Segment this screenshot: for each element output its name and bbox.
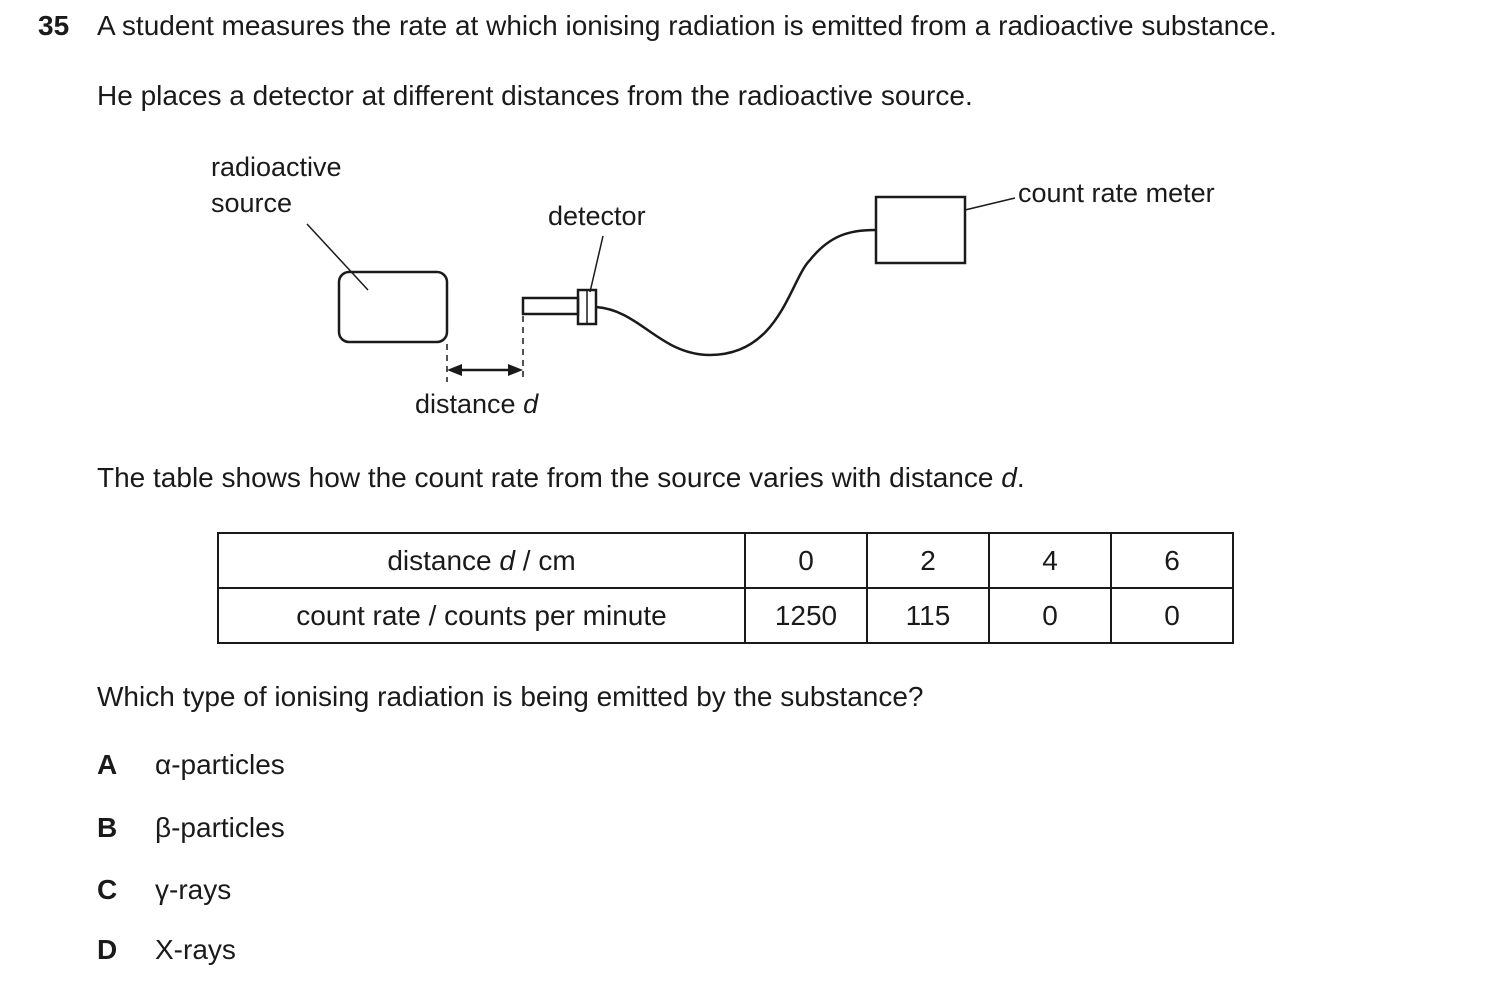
table-cell: 6	[1110, 532, 1234, 589]
question-line-2: He places a detector at different distan…	[97, 80, 973, 111]
count-rate-table: distance d / cm 0 2 4 6 count rate / cou…	[217, 532, 1234, 644]
question-line-1: A student measures the rate at which ion…	[97, 10, 1277, 41]
table-cell: 2	[866, 532, 990, 589]
option-text-b[interactable]: β-particles	[155, 812, 285, 843]
question-number: 35	[38, 10, 70, 41]
question-prompt: Which type of ionising radiation is bein…	[97, 681, 924, 712]
option-text-c[interactable]: γ-rays	[155, 874, 232, 905]
count-rate-meter-box	[874, 195, 967, 265]
detector-cable	[595, 228, 876, 357]
source-leader-line	[306, 223, 369, 291]
meter-leader-line	[964, 197, 1016, 211]
detector-label: detector	[548, 201, 646, 231]
table-cell: 0	[988, 587, 1112, 644]
distance-label: distance d	[415, 389, 539, 419]
option-letter-a: A	[97, 749, 118, 780]
option-text-d[interactable]: X-rays	[155, 934, 236, 965]
option-letter-b: B	[97, 812, 118, 843]
row-header-count-rate: count rate / counts per minute	[217, 587, 746, 644]
table-row-distance: distance d / cm 0 2 4 6	[217, 532, 1234, 589]
count-rate-meter-label: count rate meter	[1018, 178, 1215, 208]
radioactive-source-box	[337, 270, 449, 344]
detector-tube	[521, 296, 580, 316]
source-label-line-2: source	[211, 188, 293, 218]
option-letter-c: C	[97, 874, 118, 905]
table-cell: 0	[1110, 587, 1234, 644]
table-intro: The table shows how the count rate from …	[97, 462, 1025, 493]
detector-leader-line	[589, 235, 604, 293]
option-letter-d: D	[97, 934, 118, 965]
table-cell: 115	[866, 587, 990, 644]
option-text-a[interactable]: α-particles	[155, 749, 285, 780]
row-header-distance: distance d / cm	[217, 532, 746, 589]
source-label-line-1: radioactive	[211, 152, 342, 182]
table-cell: 1250	[744, 587, 868, 644]
table-cell: 4	[988, 532, 1112, 589]
table-cell: 0	[744, 532, 868, 589]
table-row-count-rate: count rate / counts per minute 1250 115 …	[217, 587, 1234, 644]
